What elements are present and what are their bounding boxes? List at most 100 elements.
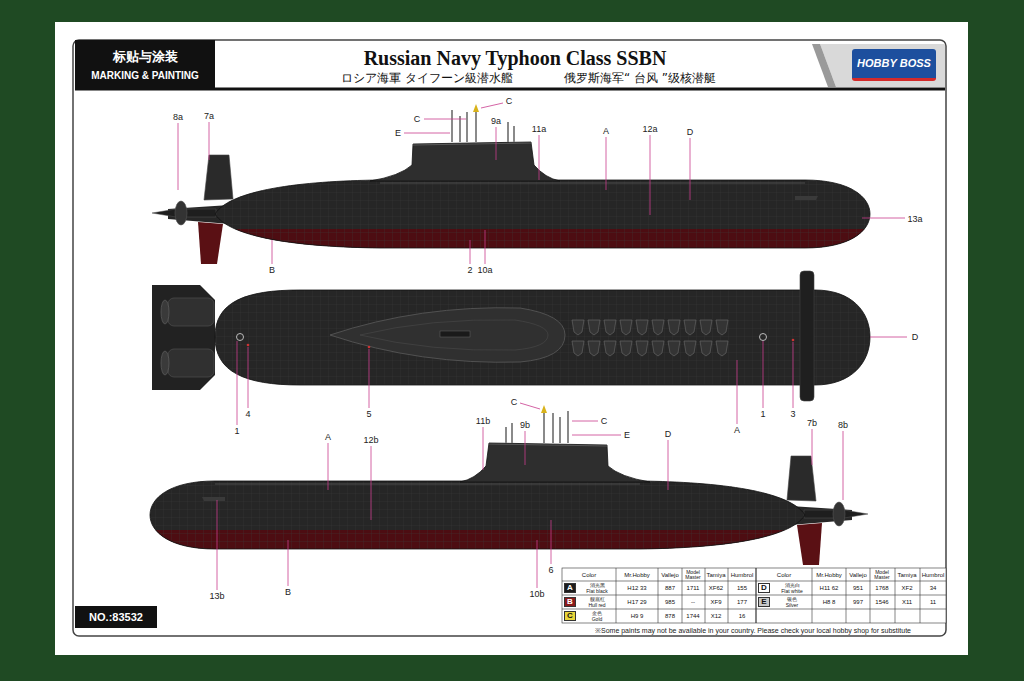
callout-number: 12a [642,125,657,134]
table-cell: X12 [711,613,722,619]
callout-number: B [285,588,291,597]
side-view-port [150,405,868,565]
table-cell: 银色 [787,597,797,602]
callout-number: 2 [467,266,472,275]
callout-number: D [665,430,672,439]
table-cell: -- [691,599,695,605]
table-cell: 1546 [875,599,888,605]
callout-number: 7b [807,419,817,428]
subtitle: ロシア海軍 タイフーン級潜水艦 [341,72,513,84]
brand-logo: HOBBY BOSS [852,49,936,81]
table-header: Humbrol [731,572,754,578]
callout-number: 3 [790,410,795,419]
table-cell: 951 [853,585,863,591]
callout-number: A [734,426,740,435]
callout-number: 12b [363,436,378,445]
kit-number: NO.:83532 [75,606,157,628]
leader-lines [178,103,907,590]
logo-stripe [812,44,836,87]
node-text: 标贴与涂装 [113,48,178,66]
table-cell: 1711 [687,585,700,591]
color-letter: E [761,598,766,606]
table-cell: 1768 [875,585,888,591]
table-cell: XF2 [901,585,912,591]
callout-number: E [624,431,630,440]
table-cell: 177 [737,599,747,605]
table-cell: XF9 [710,599,721,605]
table-header: Tamiya [706,572,725,578]
table-header: Mr.Hobby [816,572,842,578]
color-letter: B [567,598,573,606]
table-cell: 金色 [592,611,602,616]
subtitle: 俄罗斯海军“ 台风 ”级核潜艇 [564,72,716,84]
callout-number: A [325,433,331,442]
table-cell: Flat white [781,589,802,594]
callout-number: 10a [477,266,492,275]
node-text: MARKING & PAINTING [91,70,199,81]
table-cell: Silver [786,603,799,608]
marking-tab: 标贴与涂装 MARKING & PAINTING [75,40,215,89]
callout-number: C [414,115,421,124]
table-cell: 11 [930,599,936,605]
table-header: Tamiya [897,572,916,578]
table-cell: 消光白 [785,583,800,588]
table-header: Color [777,572,791,578]
top-view [152,271,870,401]
callout-number: 8b [838,421,848,430]
table-header: Vallejo [661,572,679,578]
callout-number: 1 [234,427,239,436]
callout-number: D [687,128,694,137]
callout-number: D [912,333,919,342]
table-cell: 消光黑 [590,583,605,588]
paint-table-grid [562,568,946,623]
table-header: Humbrol [922,572,945,578]
table-cell: 985 [665,599,675,605]
color-letter: C [567,612,573,620]
table-header: Color [582,572,596,578]
table-cell: 155 [737,585,747,591]
table-cell: H12 33 [627,585,646,591]
callout-number: 7a [204,112,214,121]
table-header: Model Master [871,570,893,580]
callout-number: E [395,129,401,138]
table-cell: H11 62 [820,585,839,591]
callout-number: 13b [209,592,224,601]
color-letter: D [761,584,767,592]
table-cell: 997 [853,599,863,605]
table-cell: 16 [739,613,746,619]
callout-number: 8a [173,113,183,122]
table-cell: Hull red [588,603,605,608]
color-letter: A [567,584,573,592]
table-cell: 舰底红 [590,597,605,602]
callout-number: 6 [548,566,553,575]
callout-number: B [269,266,275,275]
logo-panel [820,44,945,87]
callout-number: C [601,417,608,426]
side-view-starboard [152,104,870,264]
table-cell: X11 [902,599,912,605]
table-cell: 878 [665,613,675,619]
panel-frame [73,40,946,636]
callout-number: 4 [245,410,250,419]
node-text: HOBBY BOSS [857,57,931,69]
table-cell: H17 29 [627,599,646,605]
table-header: Vallejo [849,572,867,578]
table-cell: XF62 [709,585,723,591]
table-cell: H8 8 [823,599,836,605]
diagram-title: Russian Navy Typhoon Class SSBN [364,47,667,69]
table-cell: 887 [665,585,675,591]
callout-number: C [511,398,518,407]
callout-number: 9a [491,117,501,126]
callout-number: 10b [529,590,544,599]
callout-number: 11a [532,125,546,134]
table-cell: Flat black [586,589,607,594]
callout-number: 5 [366,410,371,419]
node-text: NO.:83532 [89,611,143,623]
callout-number: 1 [760,410,765,419]
table-cell: H9 9 [631,613,644,619]
table-cell: 1744 [686,613,699,619]
table-cell: 34 [930,585,937,591]
callout-number: 9b [520,421,530,430]
callout-number: C [506,97,513,106]
